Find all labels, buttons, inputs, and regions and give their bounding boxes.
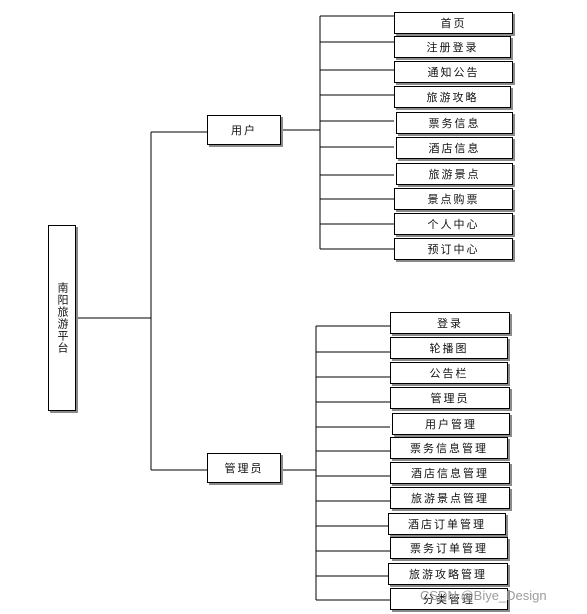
user-leaf-node: 旅游攻略 [394,86,511,108]
admin-leaf-label: 分类管理 [423,593,475,606]
root-node-label: 南阳旅游平台 [56,282,69,354]
admin-leaf-label: 票务信息管理 [410,442,488,455]
user-leaf-label: 景点购票 [427,193,480,206]
admin-leaf-label: 旅游景点管理 [411,492,489,505]
admin-leaf-label: 票务订单管理 [410,542,488,555]
user-leaf-node: 预订中心 [394,238,513,260]
user-leaf-label: 旅游景点 [428,168,481,181]
admin-leaf-label: 管理员 [430,392,470,405]
user-leaf-label: 预订中心 [427,243,480,256]
user-leaf-label: 酒店信息 [428,142,481,155]
admin-leaf-node: 管理员 [390,387,510,409]
user-leaf-label: 首页 [440,17,467,30]
user-leaf-node: 注册登录 [394,36,511,58]
user-leaf-node: 酒店信息 [396,137,513,159]
admin-leaf-node: 公告栏 [390,362,508,384]
user-leaf-node: 票务信息 [396,112,513,134]
admin-leaf-label: 用户管理 [425,418,477,431]
user-leaf-node: 通知公告 [394,61,513,83]
admin-node: 管理员 [207,453,281,483]
user-leaf-node: 景点购票 [394,188,513,210]
user-node-label: 用户 [231,124,257,137]
admin-leaf-node: 轮播图 [390,337,508,359]
admin-leaf-node: 分类管理 [390,588,508,610]
root-node: 南阳旅游平台 [48,225,76,411]
user-leaf-node: 首页 [394,12,513,34]
admin-leaf-node: 票务订单管理 [390,537,508,559]
admin-leaf-node: 票务信息管理 [390,437,508,459]
admin-leaf-label: 登录 [437,317,463,330]
admin-leaf-node: 登录 [390,312,510,334]
admin-leaf-node: 旅游攻略管理 [388,563,508,585]
admin-leaf-label: 轮播图 [429,342,469,355]
user-leaf-label: 注册登录 [426,41,479,54]
user-leaf-node: 个人中心 [394,213,513,235]
user-leaf-label: 旅游攻略 [426,91,479,104]
admin-leaf-label: 酒店订单管理 [408,518,486,531]
watermark: CSDN @Biye_Design [420,588,547,603]
user-node: 用户 [207,115,281,145]
admin-leaf-label: 旅游攻略管理 [409,568,487,581]
user-leaf-label: 通知公告 [427,66,480,79]
admin-leaf-node: 用户管理 [392,413,510,435]
admin-leaf-node: 旅游景点管理 [390,487,510,509]
user-leaf-label: 个人中心 [427,218,480,231]
admin-leaf-node: 酒店信息管理 [390,462,510,484]
admin-leaf-label: 公告栏 [429,367,469,380]
admin-leaf-node: 酒店订单管理 [388,513,506,535]
admin-leaf-label: 酒店信息管理 [411,467,489,480]
user-leaf-label: 票务信息 [428,117,481,130]
user-leaf-node: 旅游景点 [396,163,513,185]
admin-node-label: 管理员 [224,462,264,475]
